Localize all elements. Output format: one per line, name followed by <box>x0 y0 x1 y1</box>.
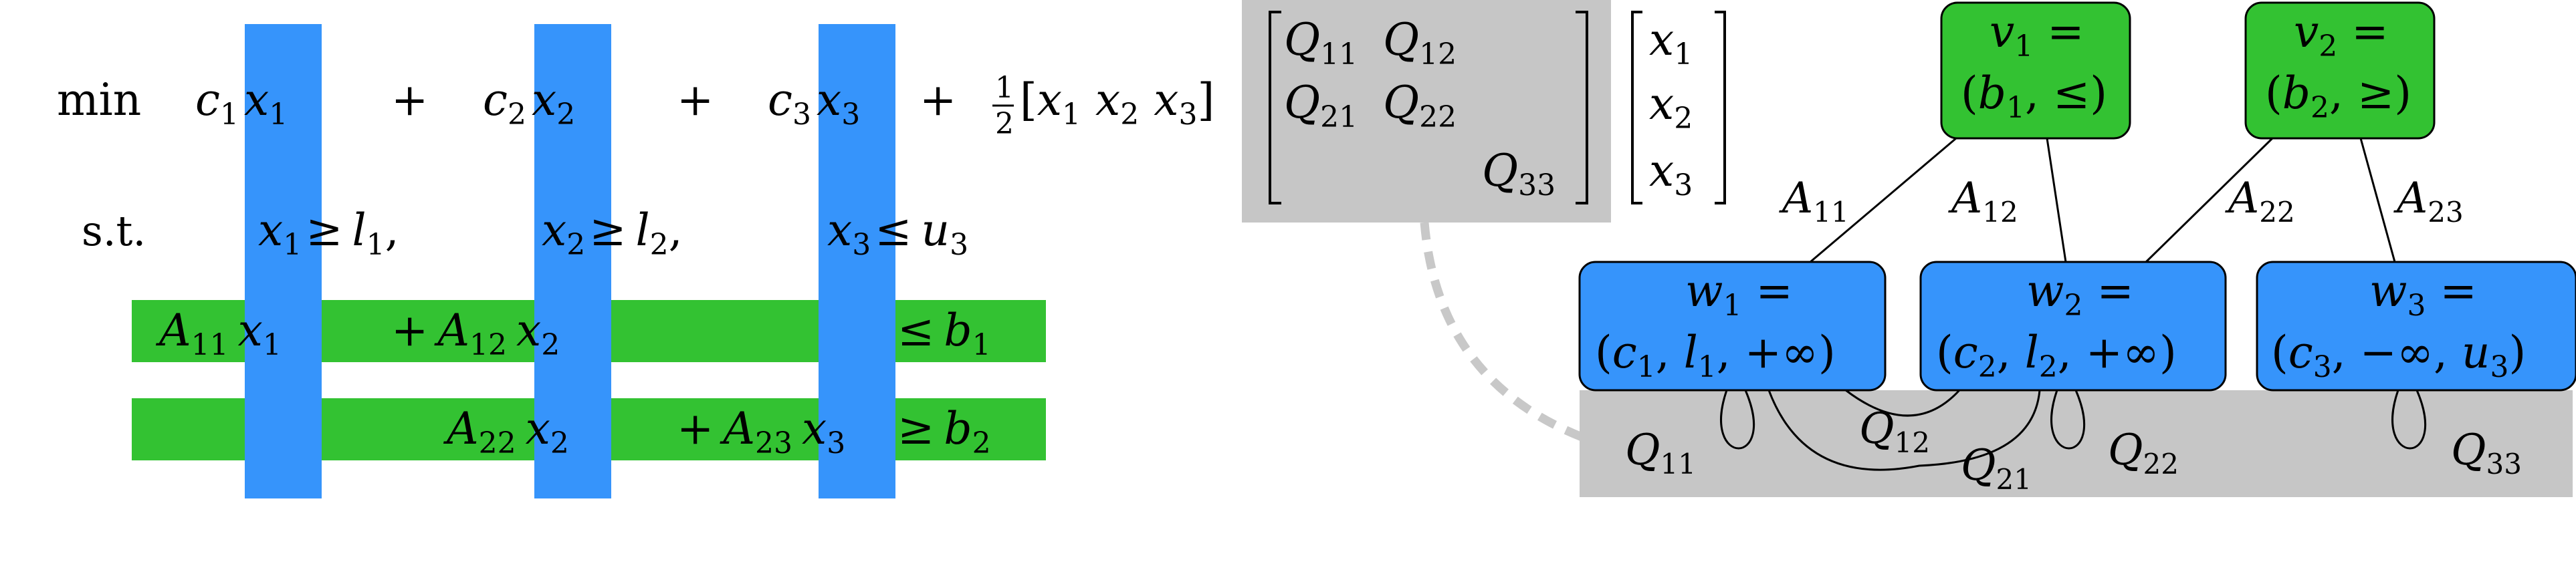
bipartite-graph: v1 = (b1, ≤) v2 = (b2, ≥) w1 = (c1, l1, … <box>1578 1 2576 497</box>
q-matrix-right-bracket <box>1576 11 1588 204</box>
objective-plus-2: + <box>677 74 714 126</box>
objective-plus-3: + <box>920 74 956 126</box>
loop-label-Q21: Q21 <box>1961 441 2032 496</box>
edge-v1-w2 <box>2046 138 2067 263</box>
variable-column-x1-band <box>245 24 322 498</box>
loop-label-Q22: Q22 <box>2108 426 2179 480</box>
node-v2 <box>2244 1 2436 140</box>
node-v2-label-2: (b2, ≥) <box>2265 67 2411 125</box>
edge-label-A11: A11 <box>1779 174 1849 229</box>
bound-x1: x1≥l1, <box>258 204 399 262</box>
arc-q12 <box>1845 389 1961 417</box>
x-vector-right-bracket <box>1715 11 1726 204</box>
node-w1-label-2: (c1, l1, +∞) <box>1595 327 1836 384</box>
node-w1-label-1: w1 = <box>1685 265 1793 323</box>
loop-label-Q12: Q12 <box>1859 404 1930 459</box>
node-w2-label-2: (c2, l2, +∞) <box>1936 327 2177 384</box>
edge-v2-w2 <box>2145 137 2274 263</box>
bounds-st-label: s.t. <box>82 206 146 255</box>
q-matrix-q11: Q11 <box>1284 14 1358 71</box>
q-matrix-q21: Q21 <box>1284 77 1358 134</box>
variable-column-x2-band <box>534 24 611 498</box>
q-matrix-q22: Q22 <box>1383 77 1457 134</box>
x-vector-x2: x2 <box>1649 78 1693 136</box>
edge-label-A22: A22 <box>2225 174 2295 229</box>
node-v1 <box>1940 1 2131 140</box>
node-w1 <box>1578 261 1887 392</box>
bound-x3: x3≤u3 <box>827 204 968 262</box>
edge-label-A12: A12 <box>1948 174 2018 229</box>
x-vector-left-bracket <box>1631 11 1642 204</box>
q-loops-gray-region <box>1580 390 2573 497</box>
edge-v2-w3 <box>2359 138 2396 263</box>
q-matrix-gray-box <box>1242 0 1611 223</box>
q-matrix-q12: Q12 <box>1383 14 1457 71</box>
q-matrix-q33: Q33 <box>1482 145 1555 202</box>
row2-rhs: ≥b2 <box>897 403 991 460</box>
loop-q33 <box>2391 390 2426 450</box>
node-v2-label-1: v2 = <box>2294 6 2389 63</box>
node-w3-label-2: (c3, −∞, u3) <box>2271 327 2526 384</box>
q-matrix-left-bracket <box>1269 11 1281 204</box>
node-w2-label-1: w2 = <box>2026 265 2134 323</box>
bound-x2: x2≥l2, <box>542 204 683 262</box>
node-w3 <box>2256 261 2576 392</box>
node-w2 <box>1919 261 2227 392</box>
arc-q21 <box>1767 390 2041 471</box>
edge-v1-w1 <box>1810 137 1957 263</box>
loop-q22 <box>2050 390 2085 450</box>
objective-half-denominator: 2 <box>995 107 1014 141</box>
node-v1-label-2: (b1, ≤) <box>1961 67 2107 125</box>
loop-q11 <box>1720 390 1755 450</box>
x-vector-x3: x3 <box>1649 145 1693 202</box>
row1-rhs: ≤b1 <box>897 305 991 362</box>
loop-label-Q11: Q11 <box>1625 426 1696 480</box>
objective-min-label: min <box>57 74 141 126</box>
objective-half-numerator: 1 <box>995 71 1014 105</box>
node-v1-label-1: v1 = <box>1990 6 2084 63</box>
variable-column-x3-band <box>819 24 895 498</box>
loop-label-Q33: Q33 <box>2451 426 2522 480</box>
edge-label-A23: A23 <box>2393 174 2464 229</box>
x-vector-x1: x1 <box>1649 14 1693 71</box>
x-column-vector: x1 x2 x3 <box>1631 11 1726 204</box>
node-w3-label-1: w3 = <box>2369 265 2477 323</box>
objective-plus-1: + <box>391 74 428 126</box>
dashed-connector <box>1420 222 1586 442</box>
q-matrix-block: Q11 Q12 Q21 Q22 Q33 <box>1242 0 1611 223</box>
